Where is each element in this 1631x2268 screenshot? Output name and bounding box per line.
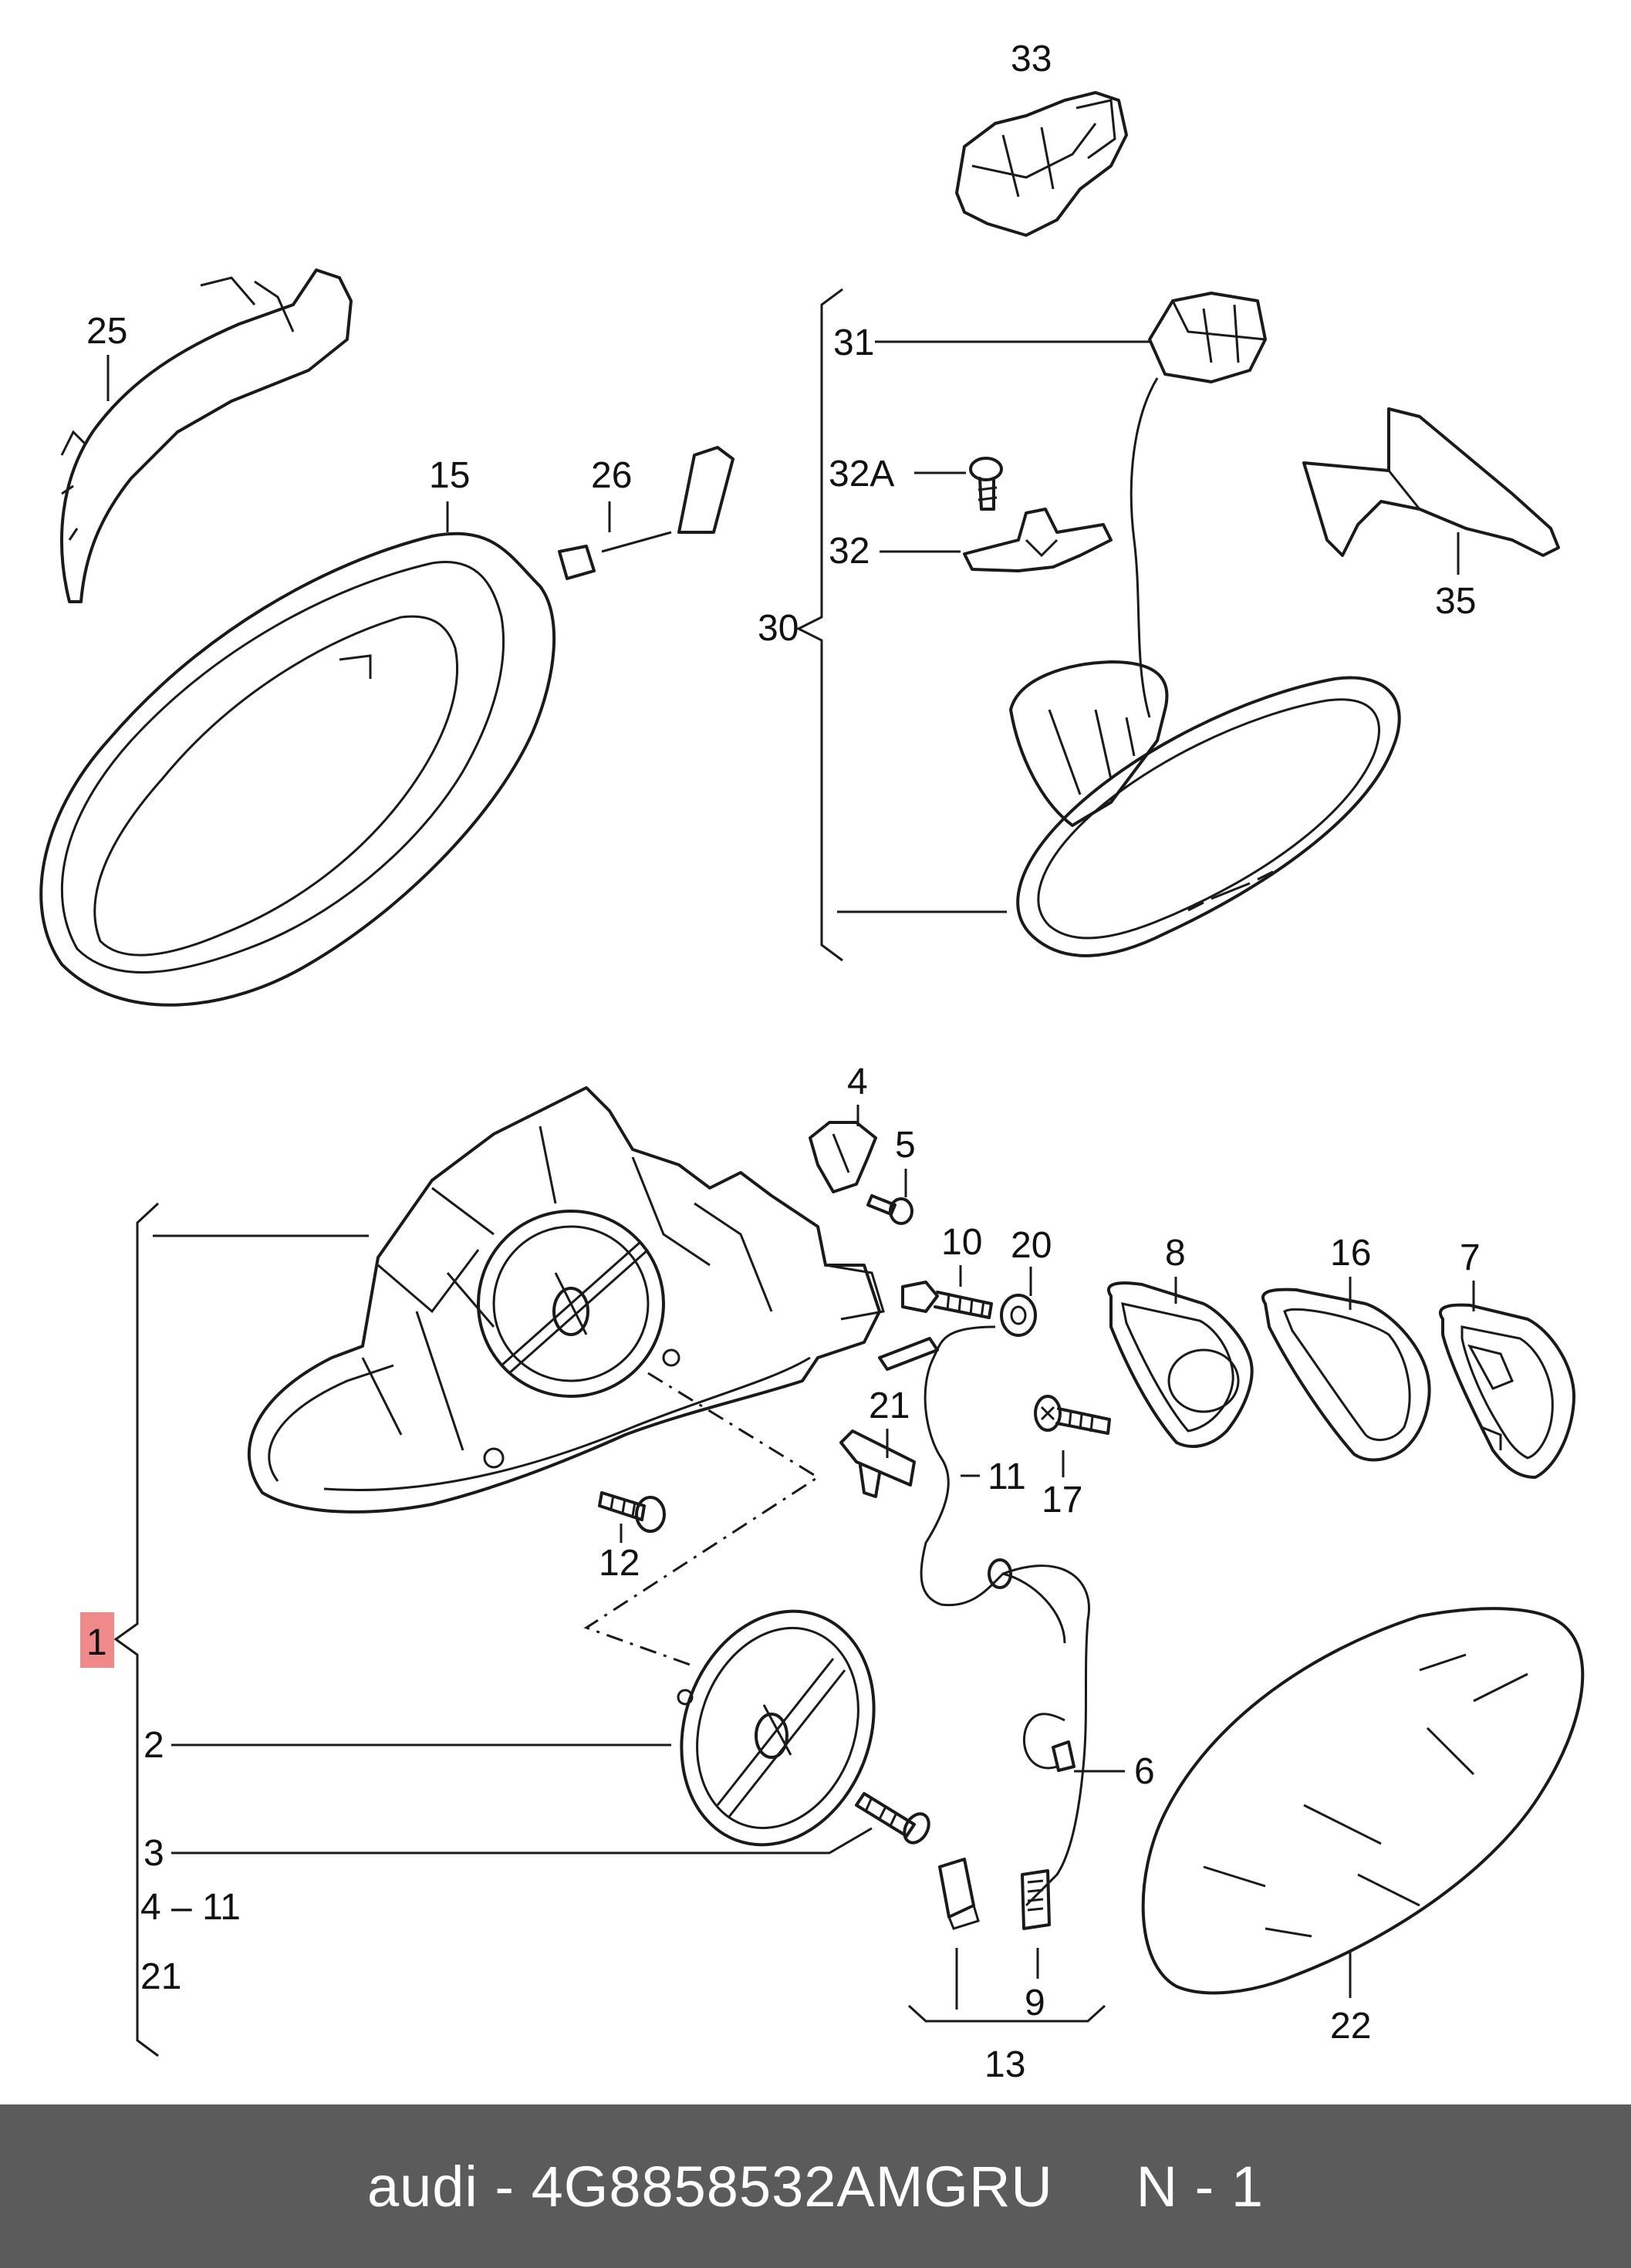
label-15: 15 [429, 455, 470, 496]
label-1-highlight [80, 1612, 114, 1668]
label-26: 26 [591, 455, 632, 496]
part-17-screw [1034, 1395, 1111, 1435]
part-26-lamp-cable [558, 446, 734, 580]
parts-diagram: 33 25 15 26 30 31 32A [39, 39, 1585, 2085]
part-21-clip [839, 1429, 916, 1498]
label-6: 6 [1134, 1751, 1155, 1792]
part-25-bracket [60, 268, 353, 603]
part-35-trim-cover [1302, 407, 1560, 557]
part-15-mirror-cap [39, 532, 556, 1007]
label-9: 9 [1025, 1983, 1045, 2023]
label-22: 22 [1330, 2006, 1371, 2047]
label-12: 12 [599, 1543, 640, 1584]
part-8-gasket [1107, 1281, 1254, 1448]
label-1: 1 [86, 1622, 107, 1663]
label-4-11: 4 – 11 [140, 1887, 241, 1928]
part-3-screw [855, 1792, 930, 1844]
part-32A-screw [969, 457, 1003, 511]
label-5: 5 [895, 1125, 916, 1166]
part-33-sensor-module [955, 91, 1128, 237]
label-21: 21 [869, 1385, 910, 1426]
label-2: 2 [144, 1725, 164, 1766]
part-10-bolt [901, 1281, 993, 1319]
part-7-gasket [1439, 1303, 1575, 1479]
label-17: 17 [1042, 1480, 1082, 1520]
label-25: 25 [86, 311, 127, 352]
part-11-cable-harness [878, 1325, 1090, 1907]
label-21-range: 21 [140, 1956, 181, 1997]
label-30: 30 [758, 608, 799, 649]
label-32A: 32A [829, 454, 894, 494]
label-32: 32 [829, 531, 870, 572]
part-32-clip [963, 508, 1113, 572]
label-16: 16 [1330, 1233, 1371, 1274]
label-33: 33 [1011, 39, 1052, 79]
label-3: 3 [144, 1833, 164, 1874]
label-31: 31 [833, 322, 874, 363]
footer-part-number: audi - 4G8858532AMGRU N - 1 [366, 2154, 1265, 2219]
part-22-mirror-glass [1141, 1607, 1585, 1995]
part-31-connector-cable [1130, 292, 1267, 718]
label-4: 4 [847, 1061, 868, 1102]
part-6-connector [1022, 1713, 1076, 1772]
label-11: 11 [988, 1456, 1026, 1497]
part-13-small-parts [938, 1858, 1051, 1930]
part-housing-assembly [248, 1086, 885, 1514]
label-13: 13 [984, 2044, 1025, 2085]
part-16-gasket [1261, 1288, 1431, 1462]
part-2-motor-disc [677, 1609, 876, 1847]
footer-bar: audi - 4G8858532AMGRU N - 1 [0, 2104, 1631, 2268]
label-10: 10 [941, 1222, 982, 1263]
part-12-screw [598, 1491, 666, 1533]
label-35: 35 [1435, 581, 1476, 622]
part-20-nut [1000, 1294, 1037, 1337]
label-8: 8 [1165, 1233, 1186, 1274]
part-30-interior-mirror [1009, 660, 1401, 957]
label-20: 20 [1011, 1225, 1052, 1266]
label-7: 7 [1460, 1237, 1481, 1278]
part-4-clip [809, 1121, 877, 1193]
part-5-screw [866, 1194, 913, 1225]
